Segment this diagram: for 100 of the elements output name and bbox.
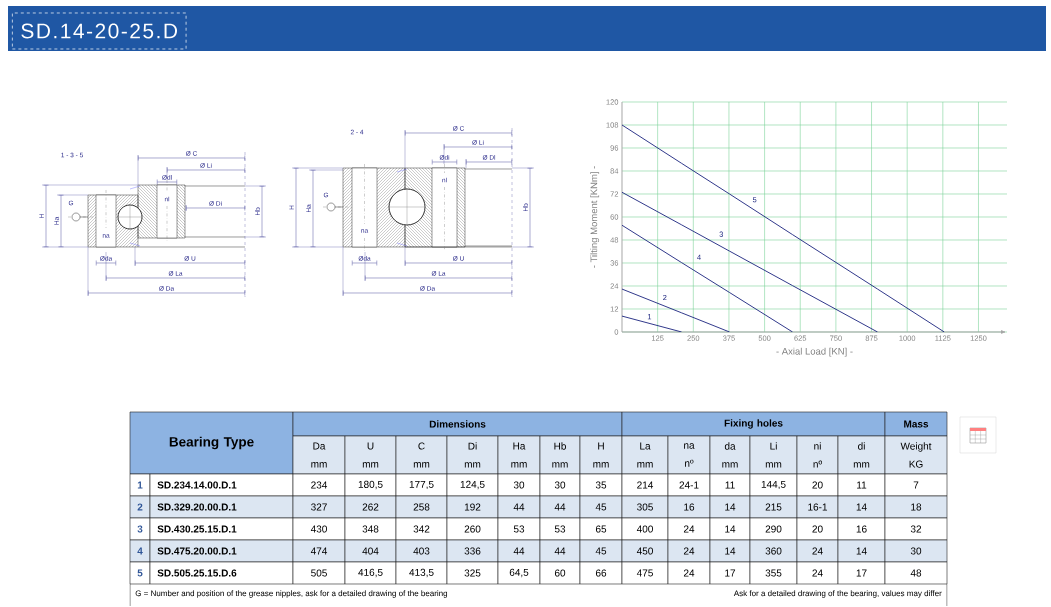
table-cell: 60 — [539, 561, 581, 585]
row-number: 2 — [129, 495, 151, 519]
table-cell: 30 — [884, 539, 948, 563]
table-cell: 30 — [497, 473, 541, 497]
table-cell: 413,5 — [395, 561, 448, 585]
table-cell: 348 — [344, 517, 397, 541]
header-cell: ni nº — [796, 435, 839, 475]
header-cell: Li mm — [749, 435, 798, 475]
table-cell: 24 — [667, 561, 711, 585]
table-cell: 124,5 — [446, 473, 499, 497]
table-cell: 325 — [446, 561, 499, 585]
table-cell: 53 — [539, 517, 581, 541]
header-cell: La mm — [621, 435, 669, 475]
row-number: 1 — [129, 473, 151, 497]
table-cell: 262 — [344, 495, 397, 519]
header-cell: Da mm — [292, 435, 346, 475]
header-cell: Ha mm — [497, 435, 541, 475]
table-cell: 260 — [446, 517, 499, 541]
table-cell: 20 — [796, 517, 839, 541]
table-cell: 258 — [395, 495, 448, 519]
table-cell: 17 — [837, 561, 886, 585]
table-cell: 32 — [884, 517, 948, 541]
table-cell: 416,5 — [344, 561, 397, 585]
table-cell: 7 — [884, 473, 948, 497]
table-cell: 35 — [579, 473, 623, 497]
table-cell: 14 — [709, 539, 751, 563]
header-cell: da mm — [709, 435, 751, 475]
footnote: G = Number and position of the grease nipples, ask for a detailed drawing of the bearing — [135, 590, 448, 598]
header-cell: C mm — [395, 435, 448, 475]
table-cell: 44 — [497, 495, 541, 519]
header-cell: Hb mm — [539, 435, 581, 475]
table-cell: 20 — [796, 473, 839, 497]
header-cell: Dimensions — [292, 411, 623, 437]
table-cell: 24 — [667, 517, 711, 541]
row-number: 3 — [129, 517, 151, 541]
table-cell: 65 — [579, 517, 623, 541]
table-cell: 44 — [539, 495, 581, 519]
table-cell: 53 — [497, 517, 541, 541]
table-cell: 290 — [749, 517, 798, 541]
line-series — [622, 224, 793, 332]
table-cell: 403 — [395, 539, 448, 563]
table-cell: 18 — [884, 495, 948, 519]
header-cell: Mass — [884, 411, 948, 437]
table-cell: 48 — [884, 561, 948, 585]
table-cell: 327 — [292, 495, 346, 519]
x-axis-title: - Axial Load [KN] - — [776, 347, 853, 357]
table-cell: 64,5 — [497, 561, 541, 585]
header-cell: Weight KG — [884, 435, 948, 475]
table-cell: 14 — [837, 539, 886, 563]
table-cell: 30 — [539, 473, 581, 497]
table-cell: 355 — [749, 561, 798, 585]
header-cell: Bearing Type — [129, 411, 294, 475]
table-cell: 44 — [539, 539, 581, 563]
table-cell: 305 — [621, 495, 669, 519]
line-series — [622, 191, 878, 332]
table-cell: 16-1 — [796, 495, 839, 519]
header-cell: Di mm — [446, 435, 499, 475]
table-cell: 14 — [837, 495, 886, 519]
table-cell: 11 — [837, 473, 886, 497]
table-cell: 14 — [709, 517, 751, 541]
table-cell: 475 — [621, 561, 669, 585]
table-cell: 400 — [621, 517, 669, 541]
table-cell: 24 — [796, 561, 839, 585]
table-cell: 11 — [709, 473, 751, 497]
table-cell: 24 — [796, 539, 839, 563]
header-cell: U mm — [344, 435, 397, 475]
title: SD.14-20-25.D — [12, 12, 187, 50]
table-cell: 45 — [579, 495, 623, 519]
table-cell: 336 — [446, 539, 499, 563]
table-cell: 474 — [292, 539, 346, 563]
header-cell: di mm — [837, 435, 886, 475]
header-cell: H mm — [579, 435, 623, 475]
table-cell: 180,5 — [344, 473, 397, 497]
table-cell: 505 — [292, 561, 346, 585]
table-cell: 45 — [579, 539, 623, 563]
table-cell: 66 — [579, 561, 623, 585]
table-cell: 215 — [749, 495, 798, 519]
line-series — [622, 124, 945, 332]
row-number: 5 — [129, 561, 151, 585]
table-cell: 16 — [667, 495, 711, 519]
table-cell: 360 — [749, 539, 798, 563]
table-cell: 17 — [709, 561, 751, 585]
table-cell: 342 — [395, 517, 448, 541]
footnote: Ask for a detailed drawing of the bearing, values may differ — [733, 590, 942, 598]
table-cell: 430 — [292, 517, 346, 541]
table-cell: 192 — [446, 495, 499, 519]
table-cell: 44 — [497, 539, 541, 563]
table-cell: 16 — [837, 517, 886, 541]
table-cell: 214 — [621, 473, 669, 497]
table-cell: 24-1 — [667, 473, 711, 497]
table-cell: 234 — [292, 473, 346, 497]
header-cell: na nº — [667, 435, 711, 475]
y-axis-title: - Tilting Moment [KNm] - — [590, 166, 600, 268]
table-cell: 450 — [621, 539, 669, 563]
table-cell: 14 — [709, 495, 751, 519]
table-cell: 144,5 — [749, 473, 798, 497]
table-cell: 24 — [667, 539, 711, 563]
table-cell: 177,5 — [395, 473, 448, 497]
table-cell: 404 — [344, 539, 397, 563]
row-number: 4 — [129, 539, 151, 563]
